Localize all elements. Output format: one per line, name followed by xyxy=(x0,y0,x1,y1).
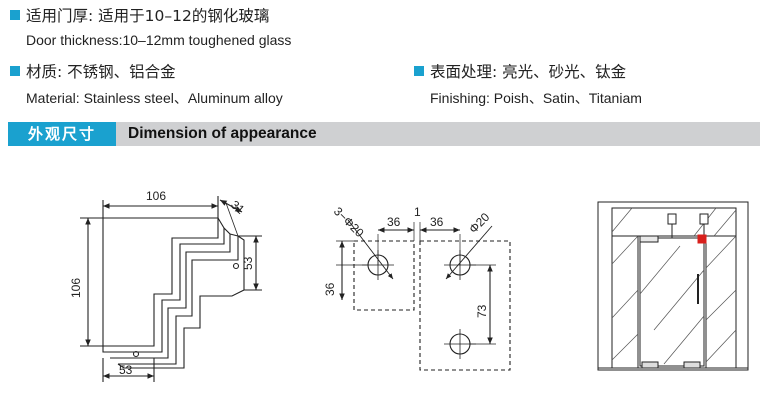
dim-phi20: Φ20 xyxy=(466,210,492,236)
fitting-drawing xyxy=(80,196,262,382)
fitting-layer-1 xyxy=(102,217,225,353)
dim-line-31 xyxy=(219,199,243,213)
dim-106-top: 106 xyxy=(146,189,166,203)
top-patch-fitting xyxy=(639,235,659,243)
section-title: Dimension of appearance xyxy=(128,125,317,142)
door-thickness-zh: 适用门厚: 适用于10–12的钢化玻璃 xyxy=(10,4,269,26)
bullet-icon xyxy=(10,66,20,76)
right-side-panel xyxy=(705,235,737,369)
right-panel-outline xyxy=(419,240,511,371)
finishing-en: Finishing: Poish、Satin、Titaniam xyxy=(430,90,642,106)
dim-36-right-width: 36 xyxy=(430,215,444,229)
dim-106-side: 106 xyxy=(69,278,83,298)
material-en: Material: Stainless steel、Aluminum alloy xyxy=(26,90,283,106)
section-header: 外观尺寸 Dimension of appearance xyxy=(8,122,760,146)
hole-layout-drawing xyxy=(336,219,511,371)
finishing-zh-text: 表面处理: 亮光、砂光、钛金 xyxy=(430,63,627,81)
dim-31: 31 xyxy=(228,198,247,218)
door-leaf xyxy=(639,237,705,367)
fitting-layer-3 xyxy=(118,233,239,365)
door-thickness-en: Door thickness:10–12mm toughened glass xyxy=(26,32,292,48)
dim-36-left-width: 36 xyxy=(387,215,401,229)
bottom-patch-left xyxy=(641,361,659,369)
dim-53-bottom: 53 xyxy=(119,363,133,377)
dim-73: 73 xyxy=(475,304,489,318)
door-elevation-drawing xyxy=(597,201,749,371)
left-side-panel xyxy=(611,235,639,369)
bullet-icon xyxy=(10,10,20,20)
fitting-layer-2 xyxy=(110,227,231,359)
fitting-front-face xyxy=(102,217,219,347)
dim-53-right: 53 xyxy=(241,256,255,270)
material-zh: 材质: 不锈钢、铝合金 xyxy=(10,60,176,82)
fitting-screw-1 xyxy=(232,262,240,270)
dim-36-left-height: 36 xyxy=(323,282,337,296)
transom-lock-accent xyxy=(697,234,707,244)
bullet-icon xyxy=(414,66,424,76)
left-panel-outline xyxy=(353,240,415,311)
bottom-patch-right xyxy=(683,361,701,369)
dim-3-phi20: 3−Φ20 xyxy=(331,204,367,240)
section-tag-zh: 外观尺寸 xyxy=(8,122,116,146)
dim-1: 1 xyxy=(414,205,421,219)
fitting-screw-2 xyxy=(132,350,140,358)
finishing-zh: 表面处理: 亮光、砂光、钛金 xyxy=(414,60,626,82)
material-zh-text: 材质: 不锈钢、铝合金 xyxy=(26,63,176,81)
door-thickness-zh-text: 适用门厚: 适用于10–12的钢化玻璃 xyxy=(26,7,270,25)
